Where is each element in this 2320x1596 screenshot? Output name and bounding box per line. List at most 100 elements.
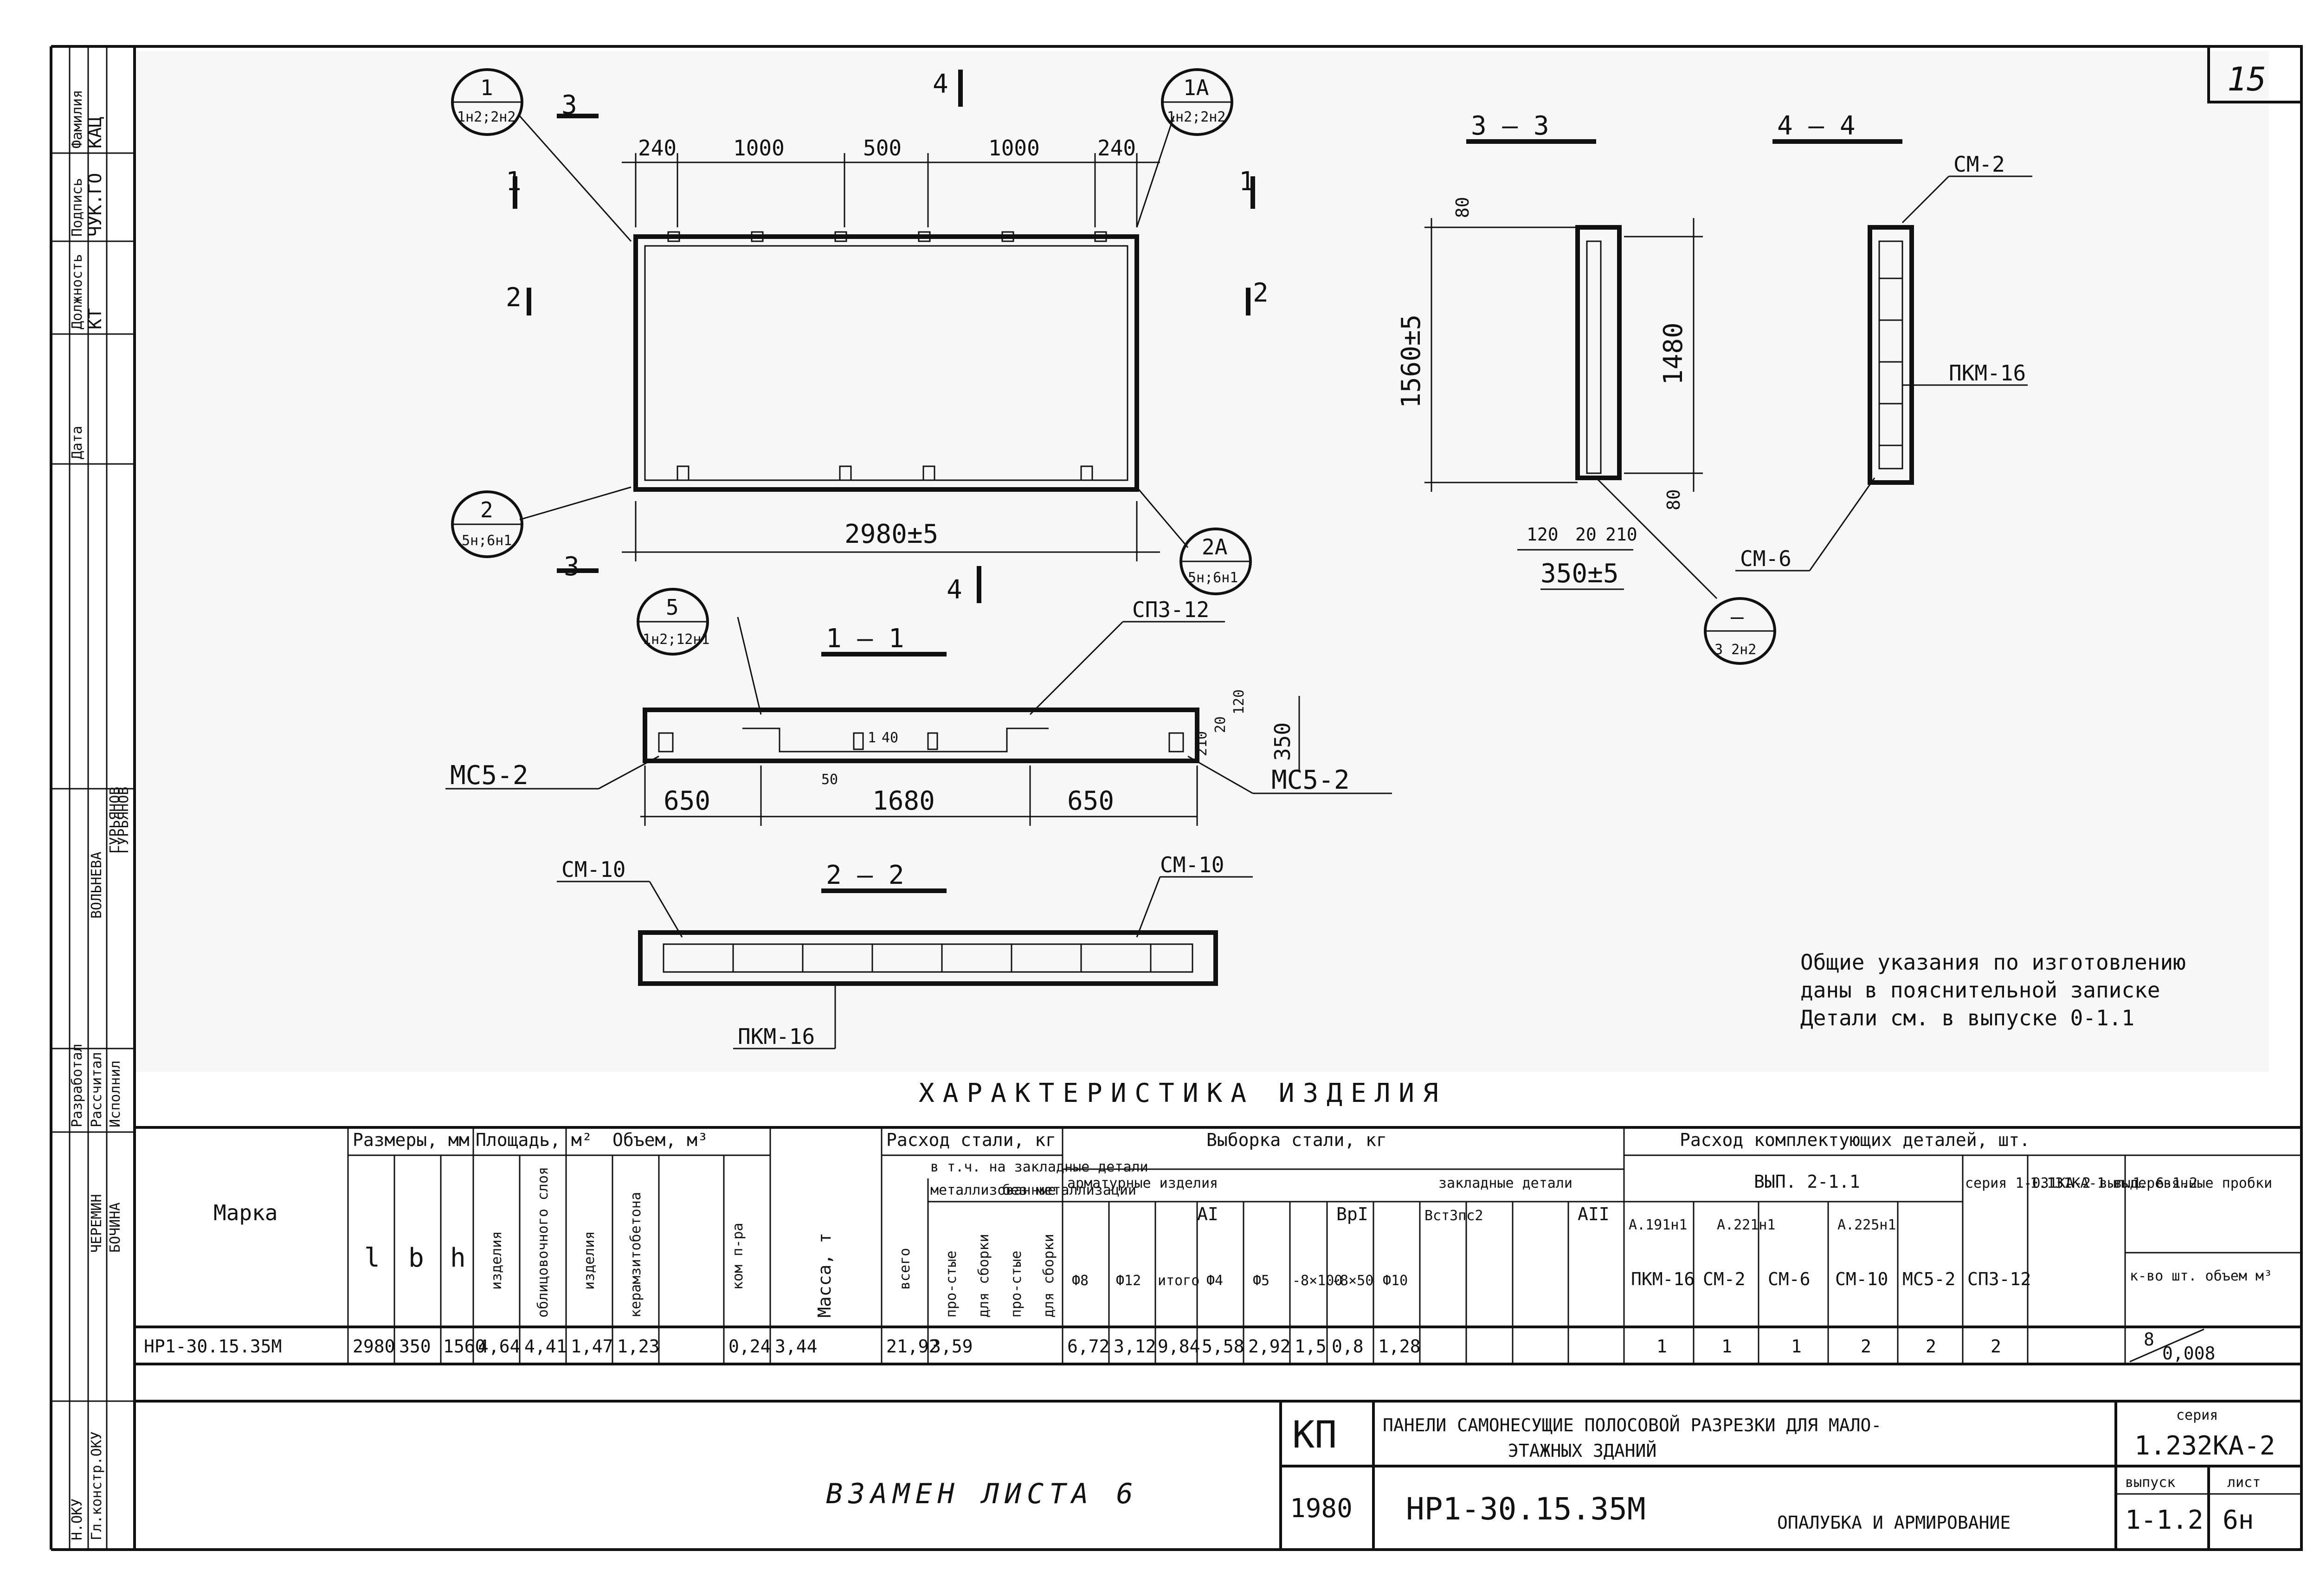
th-steel-assembly-1: для сборки [976, 1234, 992, 1318]
stamp-name-6: ГУРЬЯНОВ [116, 787, 132, 854]
th-class-ai: АI [1197, 1204, 1218, 1224]
th-volume: Объем, м³ [612, 1130, 708, 1150]
th-area-item: изделия [489, 1231, 505, 1290]
th-area-face: облицовочного слоя [535, 1167, 551, 1318]
tb-title-line1: ПАНЕЛИ САМОНЕСУЩИЕ ПОЛОСОВОЙ РАЗРЕЗКИ ДЛ… [1383, 1415, 1882, 1435]
th-steel-simple-1: про-стые [943, 1251, 960, 1318]
th-size-h: h [450, 1243, 466, 1273]
th-comp-plug-sub: к-во шт. объем м³ [2130, 1268, 2272, 1284]
th-class-bpi: ВрI [1336, 1204, 1368, 1224]
td-l: 2980 [353, 1336, 395, 1357]
th-sizes: Размеры, мм [353, 1130, 470, 1150]
callout-2a-top: 2А [1202, 534, 1227, 560]
label-sp3-12: СП3-12 [1132, 597, 1209, 622]
td-mass: 3,44 [775, 1336, 818, 1357]
tb-subject: ОПАЛУБКА И АРМИРОВАНИЕ [1777, 1512, 2011, 1533]
dim-width: 350±5 [1540, 559, 1619, 589]
label-cm10-right: СМ-10 [1160, 852, 1224, 877]
dim-650-left: 650 [664, 786, 710, 816]
th-nonmetal: без металлизации [1002, 1182, 1136, 1198]
callout-2a-bottom: 5н;6н1 [1188, 570, 1238, 586]
td-b: 350 [399, 1336, 431, 1357]
th-comp-cm2: СМ-2 [1703, 1269, 1746, 1289]
dim-height: 1560±5 [1396, 315, 1426, 408]
label-cm2: СМ-2 [1953, 152, 2005, 177]
th-size-l: l [364, 1243, 380, 1273]
td-sp3: 2 [1991, 1336, 2001, 1357]
tb-sheet-value: 6н [2223, 1505, 2254, 1535]
dim-top-1000-right: 1000 [988, 135, 1040, 161]
th-comp-series: серия 1-031КА-2 вып.1 [1965, 1175, 2141, 1191]
tb-sheet-label: лист [2227, 1474, 2261, 1491]
tb-series-value: 1.232КА-2 [2134, 1431, 2275, 1461]
th-steel: Расход стали, кг [886, 1130, 1056, 1150]
th-comp-pkm16: ПКМ-16 [1631, 1269, 1695, 1289]
td-vol-item: 1,47 [571, 1336, 613, 1357]
th-steel-sub: в т.ч. на закладные детали [930, 1159, 1148, 1175]
callout-dash-bottom: 3 2н2 [1714, 642, 1756, 658]
dim-top-500: 500 [863, 135, 902, 161]
stamp-role-developer: Разработал [69, 1043, 85, 1127]
th-components: Расход комплектующих деталей, шт. [1680, 1130, 2030, 1150]
label-cm10-left: СМ-10 [561, 857, 625, 882]
sheet-number: 15 [2227, 60, 2266, 98]
dim-1-1-120: 120 [1231, 689, 1247, 714]
dim-1-1-350: 350 [1270, 722, 1295, 761]
td-f12: 3,12 [1114, 1336, 1156, 1357]
th-vol-keramzit: керамзитобетона [628, 1192, 644, 1318]
section-mark-3-top: 3 [561, 90, 577, 120]
stamp-lower-name-1: ЧЕРЕМИН [89, 1194, 105, 1253]
callout-1a-bottom: 1н2;2н2 [1167, 109, 1225, 125]
th-comp-cm10: СМ-10 [1835, 1269, 1888, 1289]
label-cm6: СМ-6 [1740, 546, 1792, 571]
th-comp-series2: 1.131КА-1 вып. 6-1.2 [2030, 1175, 2198, 1191]
section-mark-4-bottom: 4 [947, 575, 962, 605]
stamp-name-2: ЧУК.ГО [85, 173, 105, 237]
td-h: 1560 [443, 1336, 486, 1357]
dim-top-240-right: 240 [1097, 135, 1136, 161]
th-comp-cm6: СМ-6 [1768, 1269, 1811, 1289]
th-steel-assembly-2: для сборки [1041, 1234, 1057, 1318]
dim-small-50: 50 [821, 772, 838, 788]
td-cm6: 1 [1791, 1336, 1802, 1357]
note-line-1: Общие указания по изготовлению [1800, 950, 2186, 975]
dim-inner-height: 1480 [1658, 322, 1688, 385]
callout-2-top: 2 [480, 497, 493, 522]
td-f4: 5,58 [1202, 1336, 1244, 1357]
td-f10: 1,28 [1378, 1336, 1421, 1357]
tb-issue-label: выпуск [2125, 1474, 2175, 1491]
td-cm10: 2 [1861, 1336, 1871, 1357]
td-f5: 2,92 [1248, 1336, 1291, 1357]
th-diam-f4: Ф4 [1206, 1273, 1223, 1289]
th-marka: Марка [213, 1200, 277, 1225]
td-pkm16: 1 [1656, 1336, 1667, 1357]
section-3-3-title: 3 — 3 [1471, 111, 1549, 141]
tb-kp: КП [1292, 1413, 1337, 1456]
callout-1-top: 1 [480, 75, 493, 100]
stamp-ocr-mark-2: Гл.констр.ОКУ [89, 1431, 105, 1540]
td-steel-metal: 3,59 [930, 1336, 973, 1357]
dim-small-1: 1 [868, 730, 876, 746]
stamp-role-surname: Фамилия [69, 90, 85, 148]
th-diam-f8: Ф8 [1072, 1273, 1089, 1289]
callout-1a-top: 1А [1183, 75, 1209, 100]
td-vol-sub: 0,24 [728, 1336, 771, 1357]
tb-series-label: серия [2176, 1407, 2218, 1423]
panel-facade-view: 240 1000 500 1000 240 2980±5 3 3 4 4 1 1… [451, 68, 1269, 605]
td-b100: 1,5 [1295, 1336, 1327, 1357]
dim-1680: 1680 [872, 786, 935, 816]
th-comp-sub-3: А.225н1 [1837, 1217, 1896, 1233]
section-mark-2-left: 2 [506, 283, 522, 313]
stamp-role-calculator: Рассчитал [89, 1052, 105, 1127]
note-line-2: даны в пояснительной записке [1800, 978, 2160, 1003]
dim-top-80: 80 [1452, 197, 1473, 218]
th-class-aii: АII [1578, 1204, 1610, 1224]
stamp-name-4: ГУРЬЯНОВ [107, 787, 123, 854]
section-3-3: 3 — 3 1560±5 1480 80 80 120 20 210 350±5… [1396, 111, 1776, 665]
tb-issue-value: 1-1.2 [2125, 1505, 2204, 1535]
th-comp-mcs: МС5-2 [1902, 1269, 1955, 1289]
dim-210: 210 [1605, 524, 1637, 545]
th-vol-item: изделия [581, 1231, 598, 1290]
th-comp-sub-2: А.221н1 [1717, 1217, 1775, 1233]
